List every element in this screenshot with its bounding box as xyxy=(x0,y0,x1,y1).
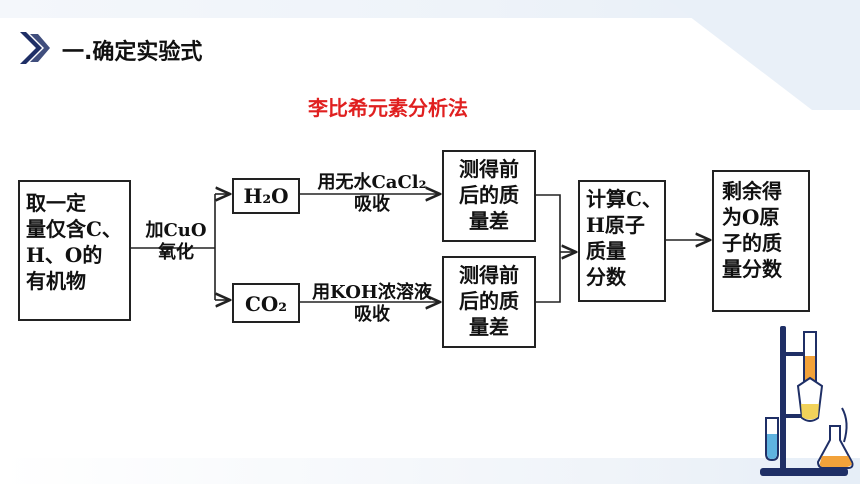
bottom-decor-band xyxy=(0,458,860,484)
calc-ch-fraction-box: 计算C、 H原子 质量 分数 xyxy=(578,180,666,302)
play-chevron-icon xyxy=(20,32,50,64)
o-fraction-result-box: 剩余得 为O原 子的质 量分数 xyxy=(712,170,810,312)
co2-box: CO₂ xyxy=(232,283,300,323)
h2o-box: H₂O xyxy=(232,178,300,214)
mass-difference-box-top: 测得前 后的质 量差 xyxy=(442,150,536,242)
oxidation-label: 加CuO 氧化 xyxy=(145,220,207,263)
diagram-title: 李比希元素分析法 xyxy=(308,96,468,120)
mass-difference-box-bottom: 测得前 后的质 量差 xyxy=(442,256,536,348)
koh-absorption-label: 用KOH浓溶液 吸收 xyxy=(312,282,432,325)
section-title: 一.确定实验式 xyxy=(62,40,203,65)
lab-glassware-icon xyxy=(760,326,854,476)
cacl2-absorption-label: 用无水CaCl₂ 吸收 xyxy=(317,172,427,215)
sample-box: 取一定 量仅含C、 H、O的 有机物 xyxy=(18,180,131,321)
top-decor-band xyxy=(0,0,860,18)
